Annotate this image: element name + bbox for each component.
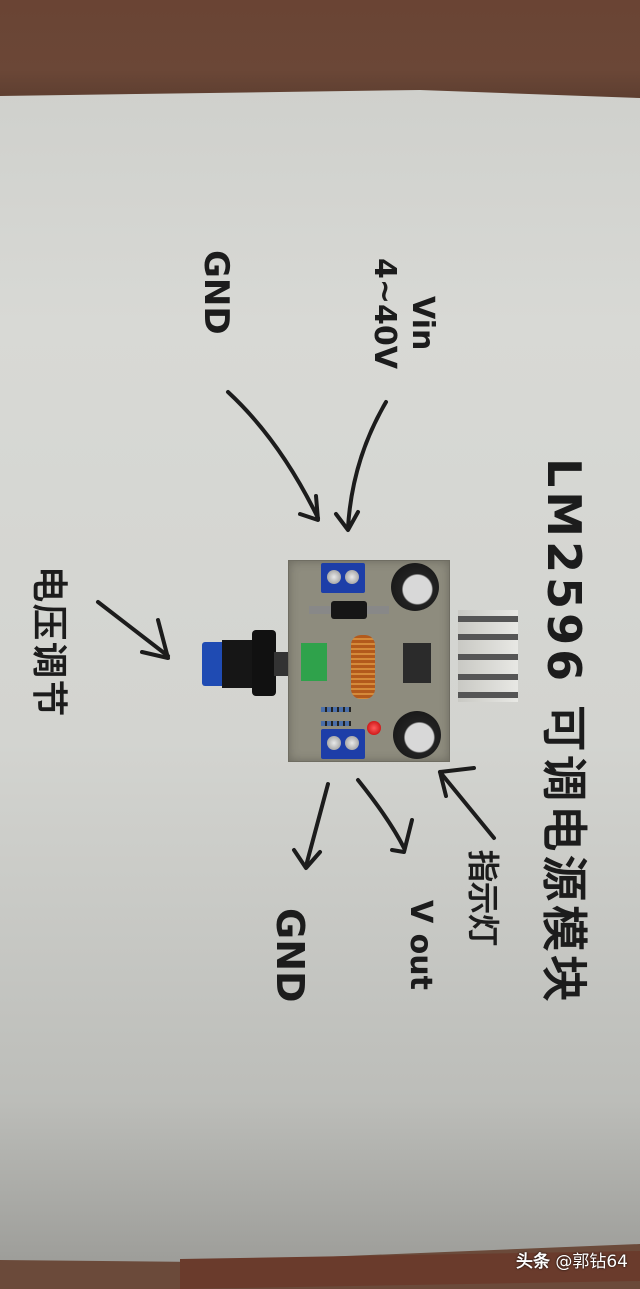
arrow-gnd-in bbox=[226, 390, 320, 520]
label-vout: V out bbox=[403, 900, 438, 990]
watermark-handle: @郭钻64 bbox=[555, 1252, 628, 1272]
diode bbox=[309, 601, 389, 619]
label-gnd-in: GND bbox=[196, 250, 236, 335]
screw-icon bbox=[345, 736, 359, 750]
voltage-adjust-knob bbox=[202, 630, 288, 696]
heatsink bbox=[458, 610, 518, 702]
label-indicator-light: 指示灯 bbox=[464, 850, 502, 947]
watermark-platform: 头条 bbox=[515, 1252, 550, 1272]
screw-icon bbox=[327, 570, 341, 584]
screw-icon bbox=[345, 570, 359, 584]
resistor bbox=[321, 707, 351, 712]
inductor-coil bbox=[351, 635, 375, 699]
resistor bbox=[321, 721, 351, 726]
arrow-vin bbox=[346, 400, 388, 530]
arrow-vout bbox=[356, 778, 406, 850]
label-gnd-out: GND bbox=[268, 908, 312, 1003]
potentiometer bbox=[301, 643, 327, 681]
lm2596-pcb bbox=[288, 560, 450, 762]
input-terminal-block bbox=[321, 563, 365, 593]
indicator-led bbox=[367, 721, 381, 735]
label-vin-range: 4~40V bbox=[367, 258, 402, 369]
lm2596-chip bbox=[403, 643, 431, 683]
screw-icon bbox=[327, 736, 341, 750]
output-terminal-block bbox=[321, 729, 365, 759]
table-surface-top bbox=[0, 0, 640, 100]
watermark: 头条 @郭钻64 bbox=[516, 1247, 628, 1272]
arrow-voltage-adjust bbox=[96, 600, 170, 658]
label-title: LM2596 可调电源模块 bbox=[537, 458, 591, 1006]
label-voltage-adjust: 电压调节 bbox=[28, 566, 69, 719]
output-capacitor bbox=[393, 711, 441, 759]
label-vin: Vin bbox=[405, 296, 440, 351]
input-capacitor bbox=[391, 563, 439, 611]
arrow-gnd-out bbox=[304, 782, 330, 868]
arrow-indicator bbox=[438, 770, 496, 840]
